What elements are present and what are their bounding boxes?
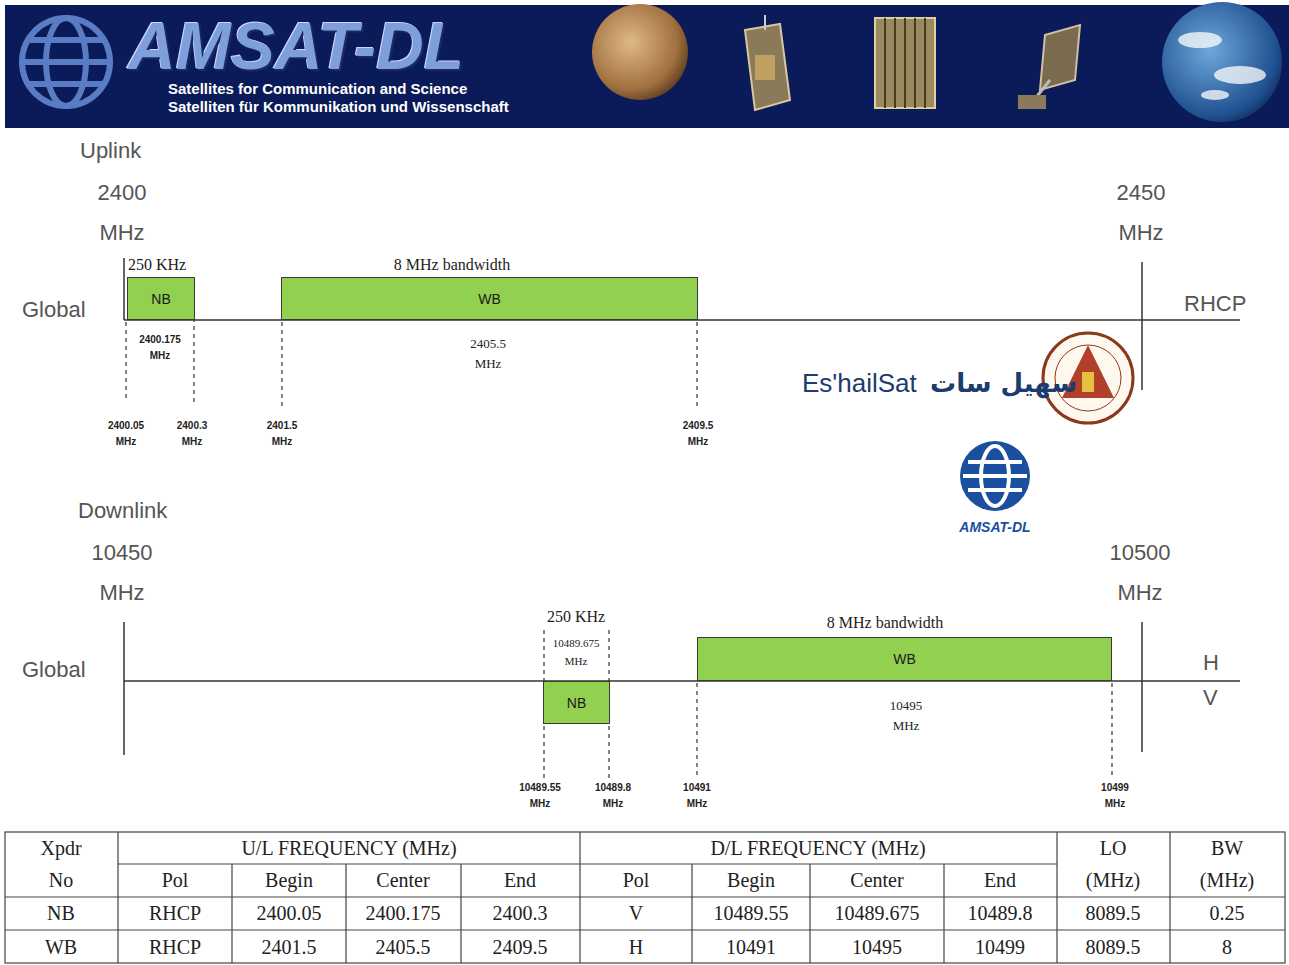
frequency-marker-lines xyxy=(126,278,697,406)
diagram-label: H xyxy=(1203,650,1219,676)
diagram-label: 2409.5 MHz xyxy=(683,418,714,450)
table-cell: BW xyxy=(1211,837,1243,860)
band-name: WB xyxy=(893,651,916,667)
table-cell: 10491 xyxy=(726,936,776,959)
table-grid xyxy=(5,832,1285,963)
diagram-label: 2400.3 MHz xyxy=(177,418,208,450)
table-cell: RHCP xyxy=(149,936,201,959)
table-cell: D/L FREQUENCY (MHz) xyxy=(710,837,925,860)
band-name: NB xyxy=(151,291,170,307)
frequency-marker-lines xyxy=(544,630,1112,778)
amsat-globe-logo xyxy=(22,18,110,106)
table-cell: 2400.175 xyxy=(366,902,441,925)
band-box: WB xyxy=(697,637,1112,681)
table-cell: 8089.5 xyxy=(1086,936,1141,959)
table-cell: 10489.55 xyxy=(714,902,789,925)
table-cell: 8 xyxy=(1222,936,1232,959)
diagram-label: 8 MHz bandwidth xyxy=(827,614,943,632)
downlink-axis xyxy=(124,622,1240,755)
diagram-label: Es'hailSat xyxy=(802,368,917,399)
diagram-label: 8 MHz bandwidth xyxy=(394,256,510,274)
diagram-label: 2400 MHz xyxy=(98,173,147,253)
diagram-label: سهيل سات xyxy=(930,368,1077,398)
band-name: NB xyxy=(567,695,586,711)
table-cell: 2401.5 xyxy=(262,936,317,959)
table-cell: Pol xyxy=(162,869,189,892)
table-cell: Center xyxy=(376,869,429,892)
table-cell: 10489.8 xyxy=(968,902,1033,925)
band-box: WB xyxy=(281,277,698,320)
diagram-label: Satelliten für Kommunikation und Wissens… xyxy=(168,98,509,115)
table-cell: End xyxy=(504,869,536,892)
banner xyxy=(5,5,1289,128)
diagram-label: 10489.8 MHz xyxy=(595,780,631,812)
table-cell: 10489.675 xyxy=(835,902,920,925)
table-cell: (MHz) xyxy=(1200,869,1254,892)
table-cell: Center xyxy=(850,869,903,892)
table-cell: 10499 xyxy=(975,936,1025,959)
diagram-label: Uplink xyxy=(80,138,141,164)
table-cell: 8089.5 xyxy=(1086,902,1141,925)
diagram-label: 2400.05 MHz xyxy=(108,418,144,450)
diagram-label: 2450 MHz xyxy=(1117,173,1166,253)
table-cell: U/L FREQUENCY (MHz) xyxy=(241,837,456,860)
table-cell: End xyxy=(984,869,1016,892)
satellite-picture xyxy=(745,15,790,110)
diagram-label: 2405.5 MHz xyxy=(470,334,506,374)
satellite-picture xyxy=(1018,25,1080,109)
band-name: WB xyxy=(478,291,501,307)
diagram-label: 2400.175 MHz xyxy=(139,332,181,364)
table-cell: Begin xyxy=(727,869,775,892)
diagram-label: 2401.5 MHz xyxy=(267,418,298,450)
table-cell: 10495 xyxy=(852,936,902,959)
table-cell: No xyxy=(49,869,73,892)
diagram-label: 250 KHz xyxy=(547,608,605,626)
table-cell: 0.25 xyxy=(1210,902,1245,925)
table-cell: Xpdr xyxy=(40,837,81,860)
table-cell: NB xyxy=(47,902,75,925)
diagram-label: Global xyxy=(22,657,86,683)
diagram-label: V xyxy=(1203,685,1218,711)
table-cell: 2409.5 xyxy=(493,936,548,959)
table-cell: 2400.3 xyxy=(493,902,548,925)
diagram-label: RHCP xyxy=(1184,291,1246,317)
band-box: NB xyxy=(543,681,610,724)
diagram-label: Global xyxy=(22,297,86,323)
table-cell: V xyxy=(629,902,643,925)
earth-picture xyxy=(1162,2,1282,122)
band-box: NB xyxy=(127,277,195,320)
table-cell: 2400.05 xyxy=(257,902,322,925)
diagram-label: 10450 MHz xyxy=(91,533,152,613)
diagram-label: AMSAT-DL xyxy=(959,519,1030,535)
diagram-label: 10499 MHz xyxy=(1101,780,1129,812)
moon-picture xyxy=(592,4,688,100)
diagram-label: Downlink xyxy=(78,498,167,524)
diagram-label: 10489.55 MHz xyxy=(519,780,561,812)
table-cell: Begin xyxy=(265,869,313,892)
amsat-dl-small-logo xyxy=(960,441,1030,511)
diagram-label: 10491 MHz xyxy=(683,780,711,812)
table-cell: H xyxy=(629,936,643,959)
earth-clouds xyxy=(1178,32,1266,100)
banner-title: AMSAT-DL xyxy=(128,8,464,84)
table-cell: (MHz) xyxy=(1086,869,1140,892)
table-cell: 2405.5 xyxy=(376,936,431,959)
table-cell: RHCP xyxy=(149,902,201,925)
table-cell: WB xyxy=(45,936,77,959)
table-cell: LO xyxy=(1100,837,1127,860)
diagram-label: 250 KHz xyxy=(128,256,186,274)
table-cell: Pol xyxy=(623,869,650,892)
diagram-label: 10495 MHz xyxy=(890,696,923,736)
diagram-label: Satellites for Communication and Science xyxy=(168,80,467,97)
diagram-label: 10489.675 MHz xyxy=(553,634,600,670)
satellite-picture xyxy=(875,18,935,108)
diagram-label: 10500 MHz xyxy=(1109,533,1170,613)
